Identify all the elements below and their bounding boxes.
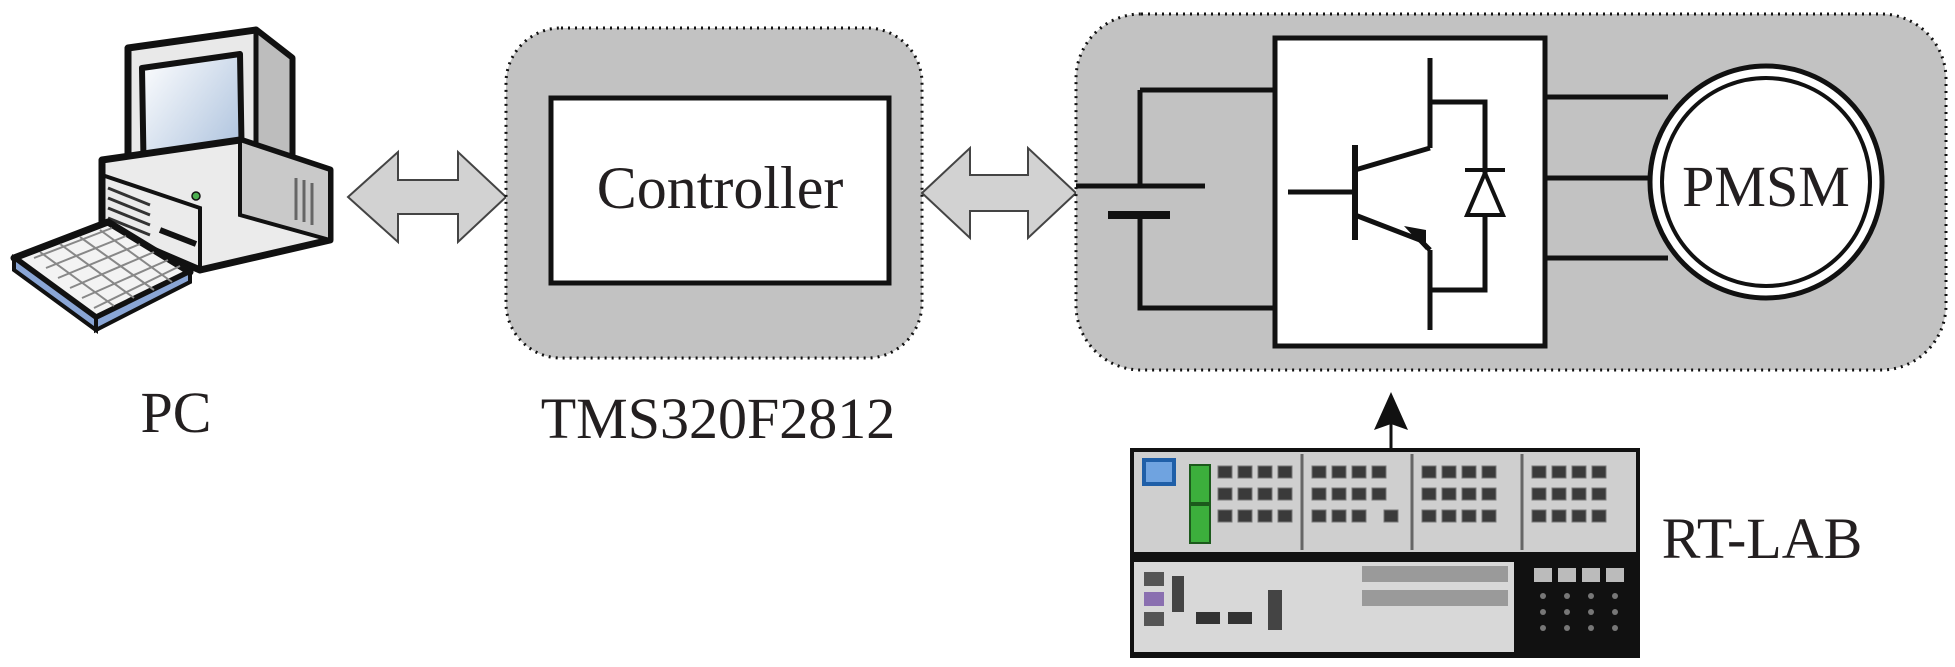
dsp-label: TMS320F2812 bbox=[541, 386, 896, 451]
pc-label: PC bbox=[141, 380, 212, 445]
dc-battery-source bbox=[1076, 87, 1275, 311]
rt-lab-rack-icon bbox=[1130, 448, 1640, 658]
diode-icon bbox=[1463, 167, 1507, 217]
rtlab-to-inverter-arrowhead bbox=[1374, 392, 1408, 430]
pmsm-motor-inner bbox=[1660, 76, 1872, 288]
pmsm-label: PMSM bbox=[1682, 154, 1850, 219]
igbt-emitter-arrow bbox=[1404, 226, 1426, 250]
pc-controller-link-arrow bbox=[346, 149, 508, 245]
controller-inverter-link-arrow bbox=[920, 145, 1078, 241]
pc-icon bbox=[10, 26, 334, 334]
controller-block bbox=[548, 95, 892, 286]
controller-label: Controller bbox=[597, 155, 844, 221]
three-phase-lines bbox=[1545, 94, 1668, 261]
rtlab-label: RT-LAB bbox=[1662, 506, 1863, 571]
